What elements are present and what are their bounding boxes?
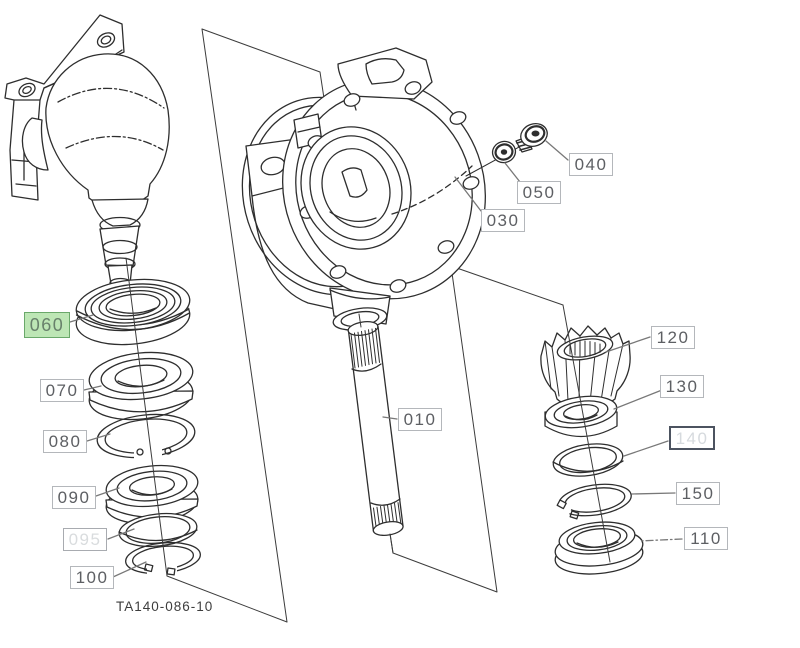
part-label-120-text: 120 [656, 328, 690, 347]
part-label-140-text: 140 [675, 428, 709, 448]
leader-140 [623, 440, 669, 457]
part-label-100[interactable]: 100 [70, 566, 114, 589]
leader-090 [95, 487, 120, 497]
part-label-110-text: 110 [690, 529, 722, 548]
snap-ring-150-drawing [544, 483, 632, 525]
plug-040-washer-050-drawing [465, 123, 548, 177]
seal-collar-110-drawing [554, 521, 644, 575]
part-label-150-text: 150 [681, 484, 715, 503]
shaft-010-drawing [347, 321, 404, 536]
part-label-130[interactable]: 130 [660, 375, 704, 398]
leader-095 [107, 528, 135, 540]
leader-050 [504, 162, 521, 183]
leader-030 [454, 176, 482, 212]
leader-150 [631, 492, 676, 495]
leader-130 [613, 389, 663, 410]
assembly-axis-lines [125, 257, 611, 623]
part-label-090[interactable]: 090 [52, 486, 96, 509]
part-label-120[interactable]: 120 [651, 326, 695, 349]
leader-110 [638, 538, 683, 542]
part-label-040[interactable]: 040 [569, 153, 613, 176]
snap-ring-080-drawing [96, 413, 196, 461]
part-label-010-text: 010 [403, 410, 437, 429]
part-label-080[interactable]: 080 [43, 430, 87, 453]
part-label-050[interactable]: 050 [517, 181, 561, 204]
bearing-090-drawing [105, 464, 199, 525]
leader-lines [69, 140, 683, 578]
part-label-090-text: 090 [57, 488, 91, 507]
knuckle-case-drawing [4, 14, 170, 289]
leader-060 [69, 314, 94, 323]
part-label-070[interactable]: 070 [40, 379, 84, 402]
part-label-150[interactable]: 150 [676, 482, 720, 505]
part-label-030-text: 030 [486, 211, 520, 230]
part-label-100-text: 100 [75, 568, 109, 587]
part-label-140-faded[interactable]: 140 [669, 426, 715, 450]
leader-040 [545, 140, 569, 161]
section-plane-lines [201, 28, 564, 623]
part-label-080-text: 080 [48, 432, 82, 451]
part-label-030[interactable]: 030 [481, 209, 525, 232]
leader-010 [382, 416, 398, 420]
leader-080 [86, 433, 111, 442]
leader-120 [605, 336, 651, 353]
part-label-070-text: 070 [45, 381, 79, 400]
bearing-130-drawing [544, 395, 618, 438]
leader-100 [112, 561, 147, 578]
seal-060-drawing [75, 278, 191, 346]
drawing-code: TA140-086-10 [116, 599, 214, 614]
part-label-110[interactable]: 110 [684, 527, 728, 550]
bearing-070-drawing [88, 351, 194, 421]
part-label-050-text: 050 [522, 183, 556, 202]
leader-070 [83, 385, 102, 391]
part-label-130-text: 130 [665, 377, 699, 396]
gear-case-cover-drawing [241, 47, 486, 331]
snap-ring-100-drawing [125, 541, 201, 577]
shim-140-drawing [552, 443, 624, 477]
part-label-095-faded[interactable]: 095 [63, 528, 107, 551]
part-label-010[interactable]: 010 [398, 408, 442, 431]
part-label-060-highlighted[interactable]: 060 [24, 312, 70, 338]
part-label-095-text: 095 [68, 530, 102, 549]
part-label-040-text: 040 [574, 155, 608, 174]
part-label-060-text: 060 [29, 315, 65, 335]
